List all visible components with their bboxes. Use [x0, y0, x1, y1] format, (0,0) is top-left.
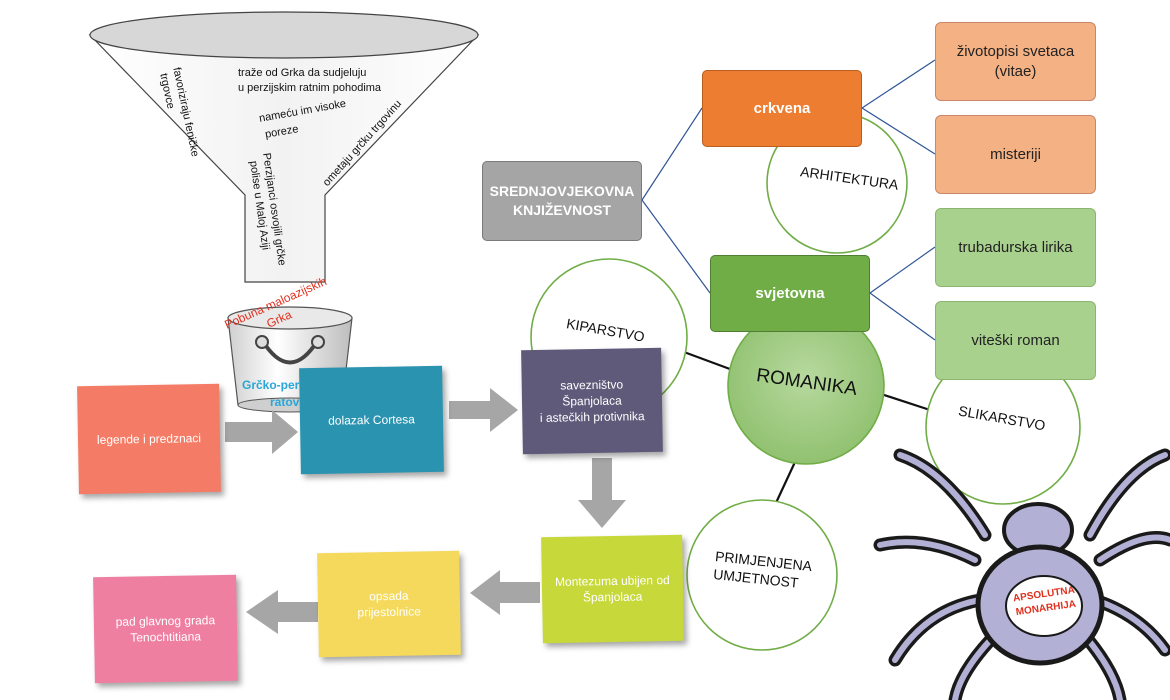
card-savez-line3: i astečkih protivnika [539, 409, 645, 426]
card-dolazak-text: dolazak Cortesa [328, 412, 415, 428]
card-pad-line2: Tenochtitiana [130, 629, 202, 645]
card-montezuma-line2: Španjolaca [582, 589, 643, 605]
node-zivotopisi-line1: životopisi svetaca [956, 43, 1075, 60]
literature-connectors [641, 59, 936, 341]
funnel-text-1: traže od Grka da sudjeluju [238, 67, 367, 79]
card-savez-line2: Španjolaca [562, 393, 622, 409]
bucket-label-4: ratovi [270, 395, 303, 409]
card-opsada-line2: prijestolnice [357, 604, 421, 620]
card-pad: pad glavnog grada Tenochtitiana [93, 574, 238, 684]
spider-graphic [873, 448, 1170, 700]
node-trubadurska-text: trubadurska lirika [958, 238, 1073, 256]
node-trubadurska: trubadurska lirika [935, 208, 1096, 287]
card-pad-line1: pad glavnog grada [115, 612, 216, 629]
card-legende: legende i predznaci [77, 383, 221, 495]
card-montezuma: Montezuma ubijen od Španjolaca [541, 534, 684, 644]
node-misteriji: misteriji [935, 115, 1096, 194]
node-viteski: viteški roman [935, 301, 1096, 380]
node-zivotopisi: životopisi svetaca (vitae) [935, 22, 1096, 101]
funnel-graphic [88, 11, 480, 283]
card-opsada: opsada prijestolnice [317, 550, 461, 658]
card-savez: savezništvo Španjolaca i astečkih protiv… [521, 347, 663, 455]
node-crkvena: crkvena [702, 70, 862, 147]
node-svjetovna: svjetovna [710, 255, 870, 332]
flow-arrows [225, 388, 626, 634]
node-root-line1: SREDNJOVJEKOVNA [489, 183, 635, 200]
card-savez-line1: savezništvo [560, 377, 624, 393]
funnel-text-2: u perzijskim ratnim pohodima [238, 82, 382, 94]
card-montezuma-line1: Montezuma ubijen od [554, 572, 670, 589]
card-legende-text: legende i predznaci [96, 431, 202, 447]
node-misteriji-text: misteriji [990, 145, 1041, 163]
card-opsada-line1: opsada [369, 588, 409, 604]
node-srednjovjekovna: SREDNJOVJEKOVNA KNJIŽEVNOST [482, 161, 642, 241]
node-svjetovna-text: svjetovna [755, 285, 825, 302]
node-crkvena-text: crkvena [753, 100, 811, 117]
romanika-circles [530, 112, 1081, 651]
card-dolazak: dolazak Cortesa [299, 365, 444, 475]
node-viteski-text: viteški roman [971, 331, 1060, 349]
node-root-line2: KNJIŽEVNOST [512, 202, 611, 218]
node-zivotopisi-line2: (vitae) [994, 62, 1037, 80]
